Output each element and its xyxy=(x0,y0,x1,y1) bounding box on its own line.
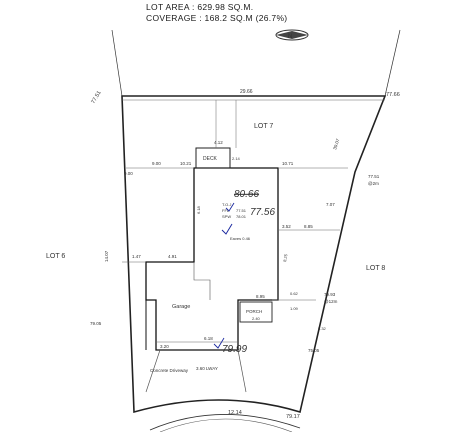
neighbour-line-top-right xyxy=(384,29,401,97)
ffl-value-2: 78.01 xyxy=(236,214,247,219)
driveway-width: 3.60 LWAY xyxy=(196,366,218,371)
lot-top-label: LOT 7 xyxy=(254,123,273,130)
ffl-line-3: SPW xyxy=(222,214,231,219)
coverage-label: COVERAGE : 168.2 SQ.M (26.7%) xyxy=(146,13,288,23)
ffl-eaves: Eaves 0.46 xyxy=(230,236,251,241)
boundary-right-length: 30.07 xyxy=(332,138,340,151)
dim-label-19: 8.25 xyxy=(282,253,288,262)
dim-label-8: 4.91 xyxy=(168,254,177,259)
neighbour-line-top xyxy=(111,29,123,97)
ffl-value-1: 77.51 xyxy=(236,208,247,213)
garage-label: Garage xyxy=(172,304,190,310)
dim-label-1: 9.00 xyxy=(152,161,161,166)
dim-label-18: 1.09 xyxy=(290,306,299,311)
north-arrow-label: N xyxy=(288,34,292,40)
porch xyxy=(239,301,273,323)
road-curve xyxy=(149,414,301,431)
inner-wall xyxy=(193,262,211,300)
dim-label-20: 5.32 xyxy=(318,326,327,331)
dim-label-3: 10.71 xyxy=(282,161,294,166)
lot-right-label: LOT 8 xyxy=(366,265,385,272)
boundary-left-length: 14.07 xyxy=(104,250,109,262)
lot-area-label: LOT AREA : 629.98 SQ.M. xyxy=(146,2,254,12)
house-outline xyxy=(145,167,279,351)
boundary-corner-tr: 77.66 xyxy=(386,92,400,98)
dim-label-21: 79.93 xyxy=(324,292,336,297)
dim-label-12: 6.18 xyxy=(204,336,213,341)
lot-boundary xyxy=(121,95,387,414)
dim-label-13: 3.20 xyxy=(160,344,169,349)
spot-level-1-dist: @2m xyxy=(368,181,379,186)
dim-label-7: 6.18 xyxy=(196,205,201,214)
north-arrow-icon: N xyxy=(275,29,309,41)
dim-label-16: 7.07 xyxy=(326,202,335,207)
ffl-line-1: T.O.J xyxy=(222,202,231,207)
boundary-corner-tl: 77.51 xyxy=(91,90,103,105)
dim-label-2: 10.21 xyxy=(180,161,192,166)
check-mark-icon-2 xyxy=(225,202,235,212)
dim-label-4: 9.00 xyxy=(124,171,133,176)
dim-label-6: 2.14 xyxy=(232,156,241,161)
hand-level-top: 80.66 xyxy=(234,189,259,200)
dim-label-15: 8.85 xyxy=(304,224,313,229)
driveway-label: Concrete Driveway xyxy=(150,368,189,373)
dim-label-14: 3.52 xyxy=(282,224,291,229)
dim-label-23: 75.05 xyxy=(308,348,320,353)
boundary-corner-br: 79.17 xyxy=(286,414,300,420)
dim-label-17: 0.62 xyxy=(290,291,299,296)
check-mark-icon xyxy=(221,223,233,235)
boundary-bottom-length: 12.14 xyxy=(228,410,242,416)
spot-level-1: 77.51 xyxy=(368,174,380,179)
road-curve-inner xyxy=(159,418,293,432)
lot-left-label: LOT 6 xyxy=(46,253,65,260)
dim-label-24: 79.05 xyxy=(90,321,102,326)
boundary-top-length: 29.66 xyxy=(240,89,253,95)
check-mark-icon-3 xyxy=(213,337,225,349)
hand-level-bottom: 79.99 xyxy=(222,344,247,355)
dim-label-5: 4.12 xyxy=(214,140,223,145)
deck-label: DECK xyxy=(203,156,218,162)
driveway xyxy=(145,349,247,393)
hand-level-mid: 77.56 xyxy=(250,207,275,218)
dim-label-22: @12m xyxy=(324,299,338,304)
dim-label-9: 1.47 xyxy=(132,254,141,259)
dim-label-10: 8.95 xyxy=(256,294,265,299)
dim-label-11: 2.40 xyxy=(252,316,261,321)
ffl-line-2: FFL xyxy=(222,208,230,213)
deck xyxy=(195,147,231,169)
porch-label: PORCH xyxy=(246,309,262,314)
